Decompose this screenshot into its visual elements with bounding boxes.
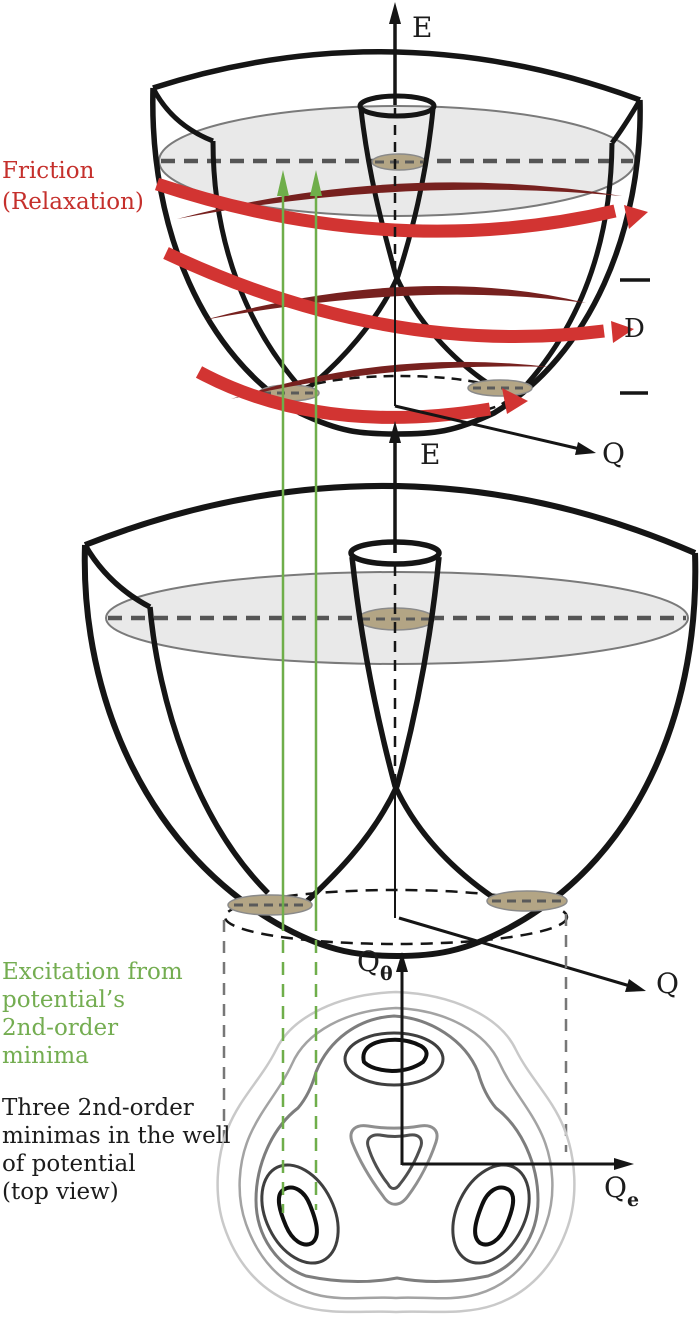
- contour-y-axis-label: Qθ: [357, 945, 393, 985]
- contour-trefoil-ring: [254, 1014, 540, 1284]
- lower-coordinate-axis-label: Q: [656, 967, 679, 1000]
- projection-cylinder: [222, 914, 568, 1152]
- contour-central-inner: [366, 1133, 423, 1190]
- lower-energy-axis: [389, 421, 401, 918]
- lower-bowl-silhouette: [81, 544, 699, 960]
- contour-x-axis-subscript: e: [626, 1188, 640, 1211]
- relaxation-spiral: [154, 177, 648, 424]
- upper-energy-axis: [389, 2, 401, 406]
- top-view-line-1: Three 2nd-order: [2, 1095, 194, 1121]
- lower-minimum-left: [227, 894, 313, 916]
- excitation-arrows: [277, 170, 322, 1213]
- upper-well-figure: [150, 2, 650, 455]
- excitation-arrowhead-right: [310, 170, 322, 196]
- contour-top-view: [216, 952, 634, 1314]
- spiral-arrowhead-2: [611, 321, 634, 343]
- excitation-line-1: Excitation from: [2, 959, 183, 985]
- upper-cone-rim: [357, 93, 437, 119]
- contour-right-lobe-mid: [451, 1163, 531, 1265]
- lower-coordinate-axis: [398, 916, 646, 992]
- friction-line-2: (Relaxation): [2, 189, 144, 215]
- excitation-line-2: potential’s: [2, 987, 126, 1013]
- lower-bowl-front-rim-left: [82, 543, 152, 610]
- top-view-annotation: Three 2nd-order minimas in the well of p…: [2, 1094, 230, 1206]
- well-depth-label: D: [624, 314, 645, 344]
- spiral-front-arc-2: [163, 247, 605, 343]
- excitation-line-3: 2nd-order: [2, 1015, 119, 1041]
- lower-minimum-right: [486, 890, 568, 912]
- spiral-back-arc-2: [204, 286, 586, 320]
- contour-x-axis-letter: Q: [604, 1171, 627, 1204]
- top-view-line-2: minimas in the well: [2, 1123, 231, 1149]
- friction-annotation: Friction (Relaxation): [2, 156, 144, 218]
- upper-bowl-inner-wall-right: [525, 142, 615, 386]
- contour-y-axis-letter: Q: [357, 945, 380, 978]
- lower-cone-side-right: [301, 556, 442, 908]
- upper-coordinate-axis-label: Q: [602, 437, 625, 470]
- friction-line-1: Friction: [2, 158, 95, 184]
- spiral-back-arc-1: [177, 182, 622, 219]
- upper-cone-side-right: [300, 108, 436, 395]
- lower-bowl-rim: [83, 483, 697, 556]
- contour-x-axis-label: Qe: [604, 1171, 640, 1211]
- contour-ring-middle: [238, 1006, 554, 1300]
- well-depth-ticks: [620, 278, 650, 395]
- contour-right-lobe-core: [473, 1185, 516, 1247]
- spiral-arrowhead-3: [502, 388, 528, 414]
- upper-coordinate-axis: [394, 404, 596, 455]
- spiral-back-arc-3: [231, 361, 549, 399]
- contour-left-lobe-mid: [260, 1163, 340, 1265]
- contour-central-outer: [349, 1124, 439, 1206]
- excitation-annotation: Excitation from potential’s 2nd-order mi…: [2, 958, 183, 1070]
- spiral-front-arc-1: [154, 177, 617, 238]
- contour-axes: [396, 952, 634, 1170]
- contour-left-lobe-core: [276, 1185, 319, 1247]
- excitation-arrowhead-left: [277, 170, 289, 196]
- top-view-line-3: of potential: [2, 1151, 136, 1177]
- contour-top-lobe-mid: [343, 1031, 445, 1087]
- excitation-line-4: minima: [2, 1043, 89, 1069]
- spiral-arrowhead-1: [624, 205, 648, 229]
- upper-bowl-front-rim-left: [150, 86, 214, 144]
- upper-bowl-front-rim-right: [609, 98, 643, 145]
- lower-well-figure: [81, 421, 699, 992]
- upper-energy-axis-label: E: [412, 11, 433, 44]
- spiral-front-arc-3: [195, 366, 492, 424]
- contour-ring-outer: [216, 990, 576, 1314]
- lower-energy-axis-label: E: [420, 438, 441, 471]
- contour-top-lobe-core: [361, 1037, 429, 1074]
- lower-cone-side-left: [349, 556, 496, 901]
- top-view-line-4: (top view): [2, 1179, 119, 1205]
- contour-y-axis-subscript: θ: [379, 962, 393, 985]
- upper-minimum-right: [467, 379, 533, 397]
- lower-bowl-inner-wall-left: [147, 606, 270, 895]
